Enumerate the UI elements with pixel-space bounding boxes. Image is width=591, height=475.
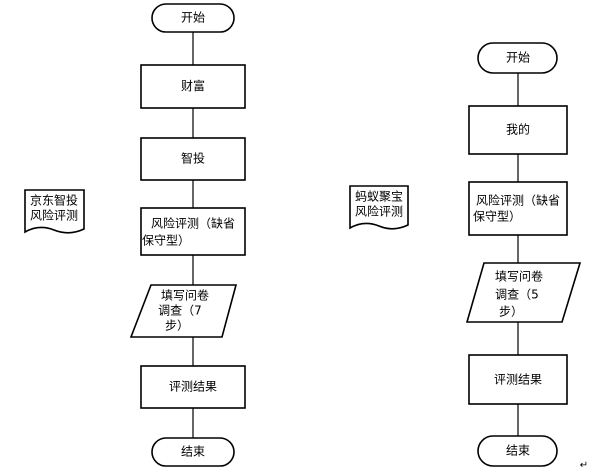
node-label: 填写问卷 [161, 288, 209, 303]
node-label: 风险评测（缺省 [476, 193, 560, 208]
document-label: 京东智投 风险评测 [24, 189, 85, 234]
process-box: 财富 [140, 64, 246, 109]
node-label: 结束 [506, 444, 530, 458]
process-box: 风险评测（缺省 保守型） [468, 181, 568, 236]
flowchart-ant: 开始 我的 风险评测（缺省 保守型） 填写问卷 调查（5 步） 评测结果 [349, 42, 582, 467]
node-label: 填写问卷 [495, 269, 543, 284]
node-label: 步） [165, 319, 189, 333]
node-label: 调查（7 [158, 304, 202, 318]
start-terminator: 开始 [151, 3, 235, 33]
process-box: 评测结果 [468, 354, 568, 405]
node-label: 保守型） [142, 234, 190, 248]
paragraph-mark: ↵ [580, 460, 588, 471]
node-label: 开始 [506, 51, 530, 65]
document-label-text: 蚂蚁聚宝 [355, 189, 403, 204]
node-label: 评测结果 [169, 380, 217, 394]
node-label: 开始 [181, 11, 205, 25]
node-label: 评测结果 [494, 373, 542, 387]
data-parallelogram: 填写问卷 调查（7 步） [129, 284, 238, 338]
process-box: 评测结果 [140, 365, 246, 409]
flowchart-jd: 开始 财富 智投 风险评测（缺省 保守型） 填写问卷 调查（7 步） 评测 [24, 3, 246, 467]
end-terminator: 结束 [151, 437, 235, 467]
node-label: 保守型） [473, 210, 521, 224]
document-label: 蚂蚁聚宝 风险评测 [349, 185, 409, 230]
node-label: 结束 [181, 445, 205, 459]
node-label: 我的 [506, 122, 530, 137]
process-box: 智投 [140, 137, 246, 181]
data-parallelogram: 填写问卷 调查（5 步） [465, 262, 582, 323]
process-box: 风险评测（缺省 保守型） [140, 207, 246, 256]
document-label-text: 京东智投 [30, 193, 78, 208]
node-label: 调查（5 [495, 288, 539, 302]
start-terminator: 开始 [477, 42, 558, 74]
node-label: 财富 [181, 78, 205, 93]
end-terminator: 结束 [477, 435, 558, 467]
node-label: 风险评测（缺省 [151, 216, 235, 231]
node-label: 智投 [181, 151, 205, 166]
process-box: 我的 [468, 105, 568, 155]
document-label-text: 风险评测 [30, 208, 78, 223]
document-label-text: 风险评测 [355, 204, 403, 219]
node-label: 步） [499, 305, 523, 319]
